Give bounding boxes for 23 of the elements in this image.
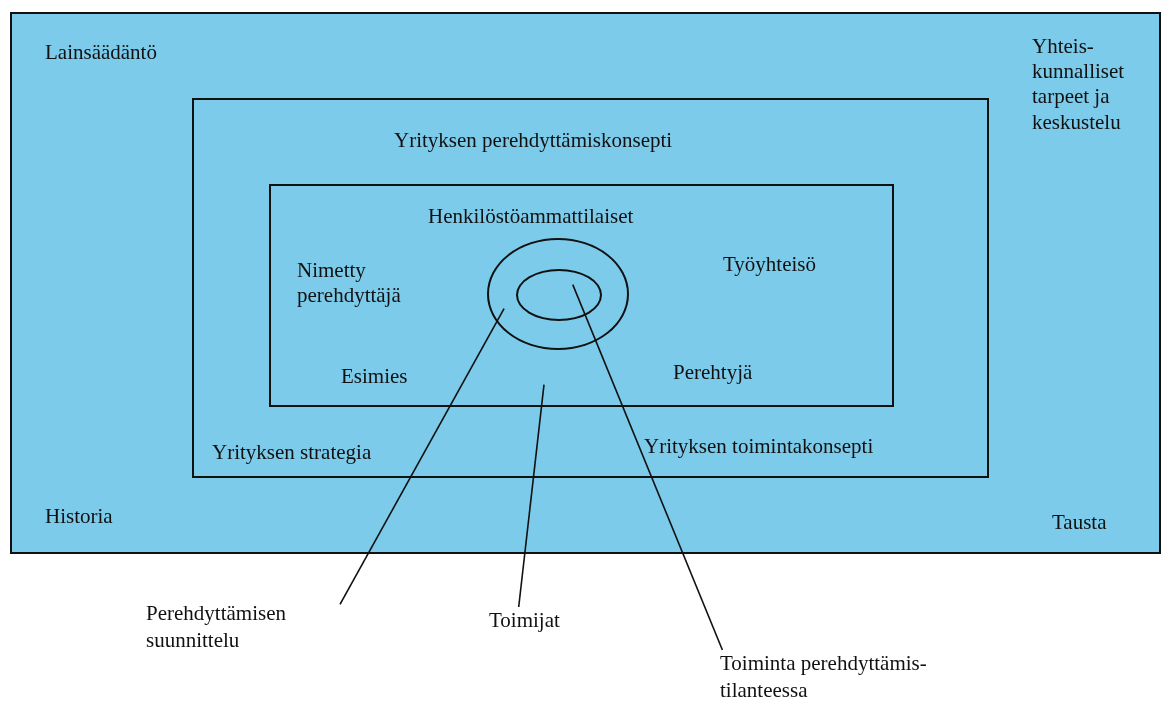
leader-line bbox=[339, 307, 505, 606]
leader-line bbox=[571, 283, 724, 651]
context-label: Perehtyjä bbox=[673, 360, 753, 386]
context-label: Yhteis- kunnalliset tarpeet ja keskustelu bbox=[1032, 34, 1126, 135]
context-label: Lainsäädäntö bbox=[45, 40, 157, 66]
context-label: Esimies bbox=[341, 364, 408, 390]
outer-ellipse bbox=[487, 238, 629, 350]
concept-box bbox=[192, 98, 989, 478]
inner-ellipse bbox=[516, 269, 602, 321]
context-label: Tausta bbox=[1052, 510, 1107, 536]
context-label: Yrityksen strategia bbox=[212, 440, 372, 466]
context-label: Historia bbox=[45, 504, 113, 530]
context-label: Nimetty perehdyttäjä bbox=[297, 258, 402, 309]
context-label: Henkilöstöammattilaiset bbox=[428, 204, 634, 230]
actors-box bbox=[269, 184, 894, 407]
leader-line bbox=[517, 383, 545, 608]
context-label: Työyhteisö bbox=[723, 252, 817, 278]
callout-text: Toiminta perehdyttämis- tilanteessa bbox=[720, 650, 960, 705]
context-label: Yrityksen toimintakonsepti bbox=[644, 434, 874, 460]
callout-text: Perehdyttämisen suunnittelu bbox=[146, 600, 346, 655]
callout-text: Toimijat bbox=[489, 607, 599, 635]
context-label: Yrityksen perehdyttämiskonsepti bbox=[394, 128, 673, 154]
outer-context-box bbox=[10, 12, 1161, 554]
